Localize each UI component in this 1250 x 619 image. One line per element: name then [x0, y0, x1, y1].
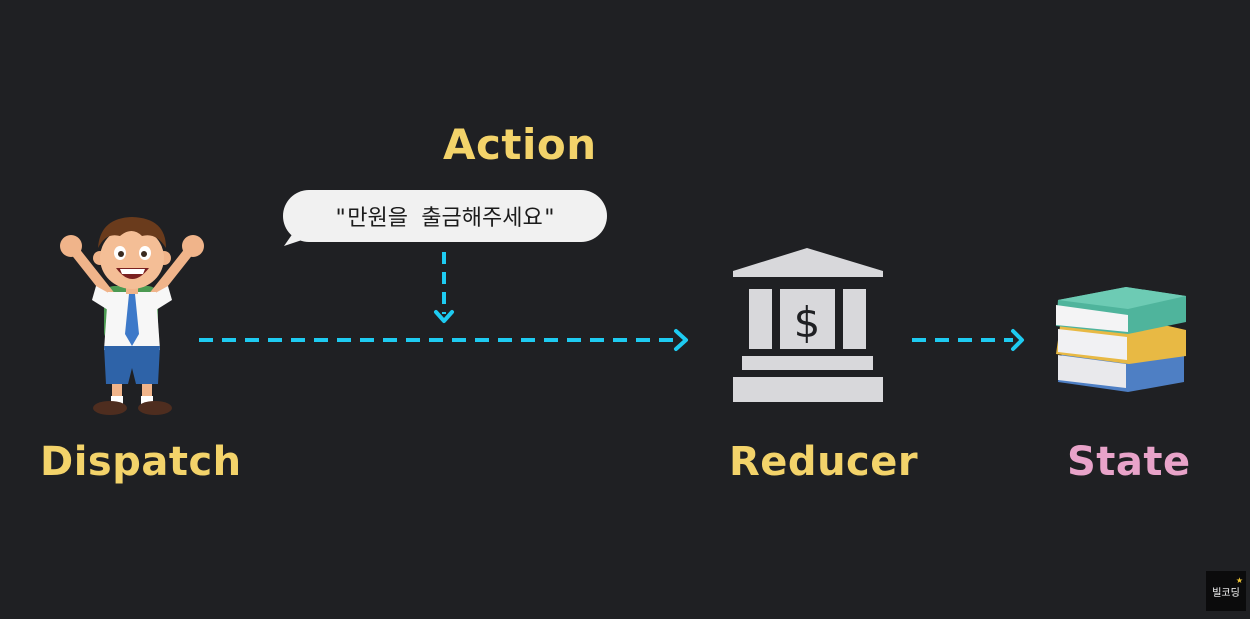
- speech-bubble: "만원을 출금해주세요": [283, 190, 607, 242]
- reducer-label: Reducer: [729, 439, 919, 485]
- action-label: Action: [443, 120, 597, 169]
- bank-icon: $: [733, 248, 883, 402]
- channel-logo: 빌코딩 ★: [1206, 571, 1246, 611]
- dispatch-to-reducer-arrow: [199, 329, 688, 351]
- bank-dollar-sign: $: [794, 298, 821, 347]
- star-icon: ★: [1235, 576, 1243, 585]
- dispatch-label: Dispatch: [40, 439, 242, 485]
- books-stack-icon: [1056, 287, 1186, 392]
- boy-character-icon: [60, 217, 204, 415]
- state-label: State: [1067, 439, 1191, 485]
- channel-logo-text: 빌코딩: [1212, 587, 1240, 599]
- speech-bubble-text: "만원을 출금해주세요": [334, 206, 556, 231]
- reducer-to-state-arrow: [912, 329, 1024, 351]
- action-down-arrow: [434, 252, 454, 323]
